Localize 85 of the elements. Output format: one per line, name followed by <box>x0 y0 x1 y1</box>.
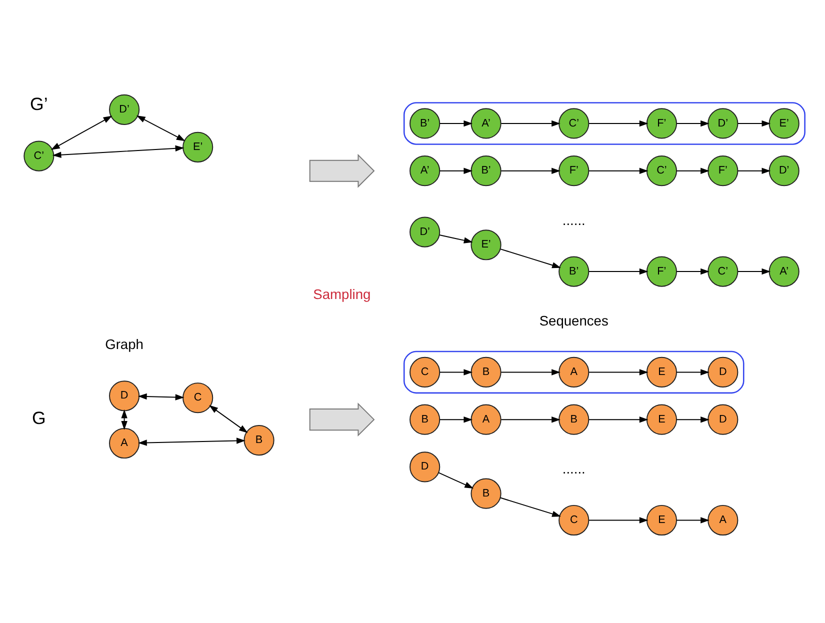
node-circle: D <box>708 404 738 435</box>
node-circle: C <box>558 504 590 536</box>
node-circle: D <box>708 356 738 388</box>
node-circle: D’ <box>410 216 440 248</box>
arrow <box>588 369 648 376</box>
node-circle: C’ <box>708 256 738 287</box>
arrow <box>500 369 560 376</box>
node-circle: F’ <box>558 156 590 186</box>
node-circle: B’ <box>410 108 440 139</box>
node-circle: E <box>646 504 678 536</box>
arrow <box>52 145 184 158</box>
arrow <box>676 369 710 376</box>
arrow <box>138 393 184 400</box>
node-circle: F’ <box>646 256 678 287</box>
arrow <box>138 438 246 446</box>
node-circle: C <box>410 356 440 388</box>
arrow <box>737 268 771 275</box>
node-circle: D’ <box>768 156 800 186</box>
arrow <box>588 120 648 127</box>
arrow <box>439 234 473 244</box>
arrow <box>121 409 128 430</box>
node-circle: A <box>109 428 140 459</box>
node-circle: E’ <box>768 108 800 139</box>
arrow <box>50 116 112 150</box>
node-circle: B’ <box>558 256 590 287</box>
node-circle: A’ <box>470 108 502 139</box>
label: G <box>32 408 46 428</box>
node-circle: C’ <box>24 140 54 172</box>
node-circle: E’ <box>182 132 214 162</box>
arrow <box>500 168 560 174</box>
arrow <box>438 472 474 488</box>
node-circle: A’ <box>768 256 800 287</box>
arrow <box>737 120 771 127</box>
label: Graph <box>105 336 144 352</box>
arrow <box>588 416 648 423</box>
node-circle: B <box>470 478 502 509</box>
arrow <box>500 248 561 268</box>
arrow <box>676 120 710 127</box>
node-circle: E <box>646 404 678 435</box>
node-arrow <box>309 402 375 437</box>
node-circle: F’ <box>646 108 678 139</box>
arrow <box>737 168 771 174</box>
node-circle: A <box>470 404 502 435</box>
node-circle: D’ <box>708 108 738 139</box>
node-circle: C’ <box>558 108 590 139</box>
node-circle: B <box>244 425 274 456</box>
node-arrow <box>309 154 375 188</box>
label: G’ <box>30 94 48 114</box>
node-circle: E’ <box>470 230 502 260</box>
label: Sequences <box>539 312 608 329</box>
node-circle: A’ <box>410 156 440 186</box>
node-circle: C <box>182 382 214 414</box>
arrow <box>588 268 648 275</box>
arrow <box>588 168 648 174</box>
cluster <box>403 102 806 145</box>
node-circle: B’ <box>470 156 502 186</box>
node-circle: B <box>410 404 440 435</box>
node-circle: D’ <box>109 94 140 125</box>
arrow <box>500 416 560 423</box>
node-circle: E <box>646 356 678 388</box>
arrow <box>676 517 710 524</box>
arrow <box>676 416 710 423</box>
node-circle: D <box>109 380 140 412</box>
arrow <box>588 517 648 524</box>
node-circle: D <box>410 452 440 482</box>
node-circle: F’ <box>708 156 738 186</box>
label: Sampling <box>313 286 371 302</box>
arrow <box>136 116 186 142</box>
node-circle: B <box>470 356 502 388</box>
arrow <box>439 369 473 376</box>
arrow <box>439 168 473 174</box>
arrow <box>500 497 561 517</box>
node-circle: C’ <box>646 156 678 186</box>
arrow <box>439 416 473 423</box>
arrow <box>500 120 560 127</box>
label: ...... <box>562 460 586 477</box>
arrow <box>676 268 710 275</box>
node-circle: A <box>558 356 590 388</box>
arrow <box>439 120 473 127</box>
arrow <box>676 168 710 174</box>
label: ...... <box>562 212 586 228</box>
node-circle: A <box>708 504 738 536</box>
cluster <box>403 350 744 394</box>
arrow <box>209 405 248 433</box>
node-circle: B <box>558 404 590 435</box>
